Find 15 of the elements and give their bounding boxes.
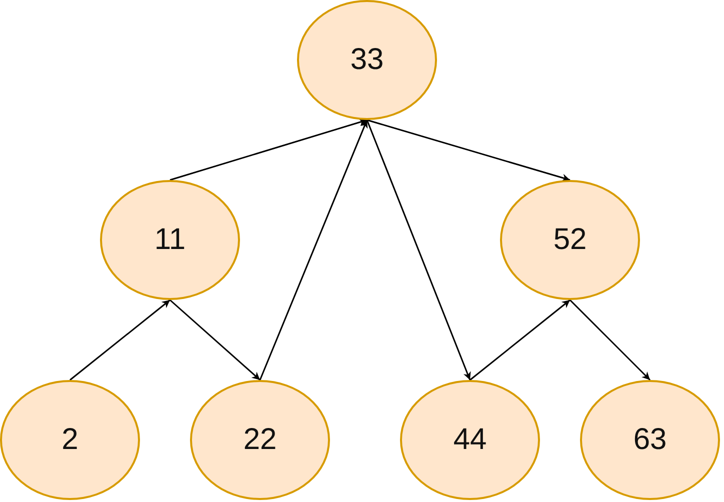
arrow bbox=[569, 299, 651, 381]
node-label: 2 bbox=[62, 423, 78, 457]
arrow bbox=[366, 119, 570, 182]
node-label: 44 bbox=[453, 423, 487, 457]
arrow bbox=[259, 120, 368, 380]
arrow bbox=[470, 299, 570, 381]
arrow bbox=[366, 120, 471, 380]
arrow bbox=[170, 299, 260, 381]
node-label: 22 bbox=[243, 423, 277, 457]
node-label: 11 bbox=[154, 223, 186, 257]
arrow bbox=[170, 118, 368, 181]
arrow bbox=[70, 299, 170, 381]
node-label: 33 bbox=[350, 43, 384, 77]
node-label: 63 bbox=[633, 423, 667, 457]
node-label: 52 bbox=[553, 223, 587, 257]
